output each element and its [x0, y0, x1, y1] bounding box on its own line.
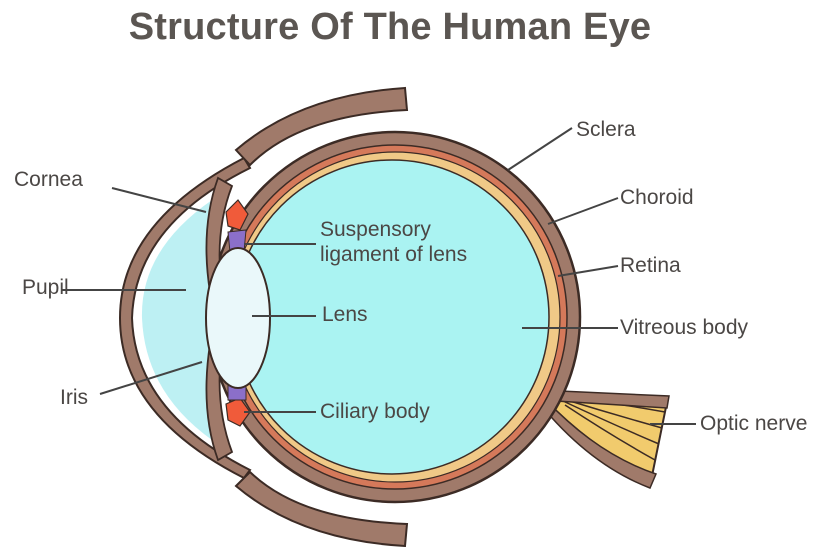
label-iris: Iris	[60, 386, 88, 410]
label-optic-nerve: Optic nerve	[700, 412, 807, 436]
leader-sclera	[508, 128, 572, 170]
label-choroid: Choroid	[620, 186, 694, 210]
label-vitreous-body: Vitreous body	[620, 316, 748, 340]
leader-choroid	[548, 198, 618, 224]
lens-shape	[206, 248, 270, 388]
label-ciliary-body: Ciliary body	[320, 400, 430, 424]
label-sclera: Sclera	[576, 118, 636, 142]
label-retina: Retina	[620, 254, 681, 278]
label-pupil: Pupil	[22, 276, 69, 300]
label-suspensory-line1: Suspensory	[320, 218, 431, 242]
label-suspensory-line2: ligament of lens	[320, 243, 467, 267]
label-lens: Lens	[322, 303, 368, 327]
label-cornea: Cornea	[14, 168, 83, 192]
